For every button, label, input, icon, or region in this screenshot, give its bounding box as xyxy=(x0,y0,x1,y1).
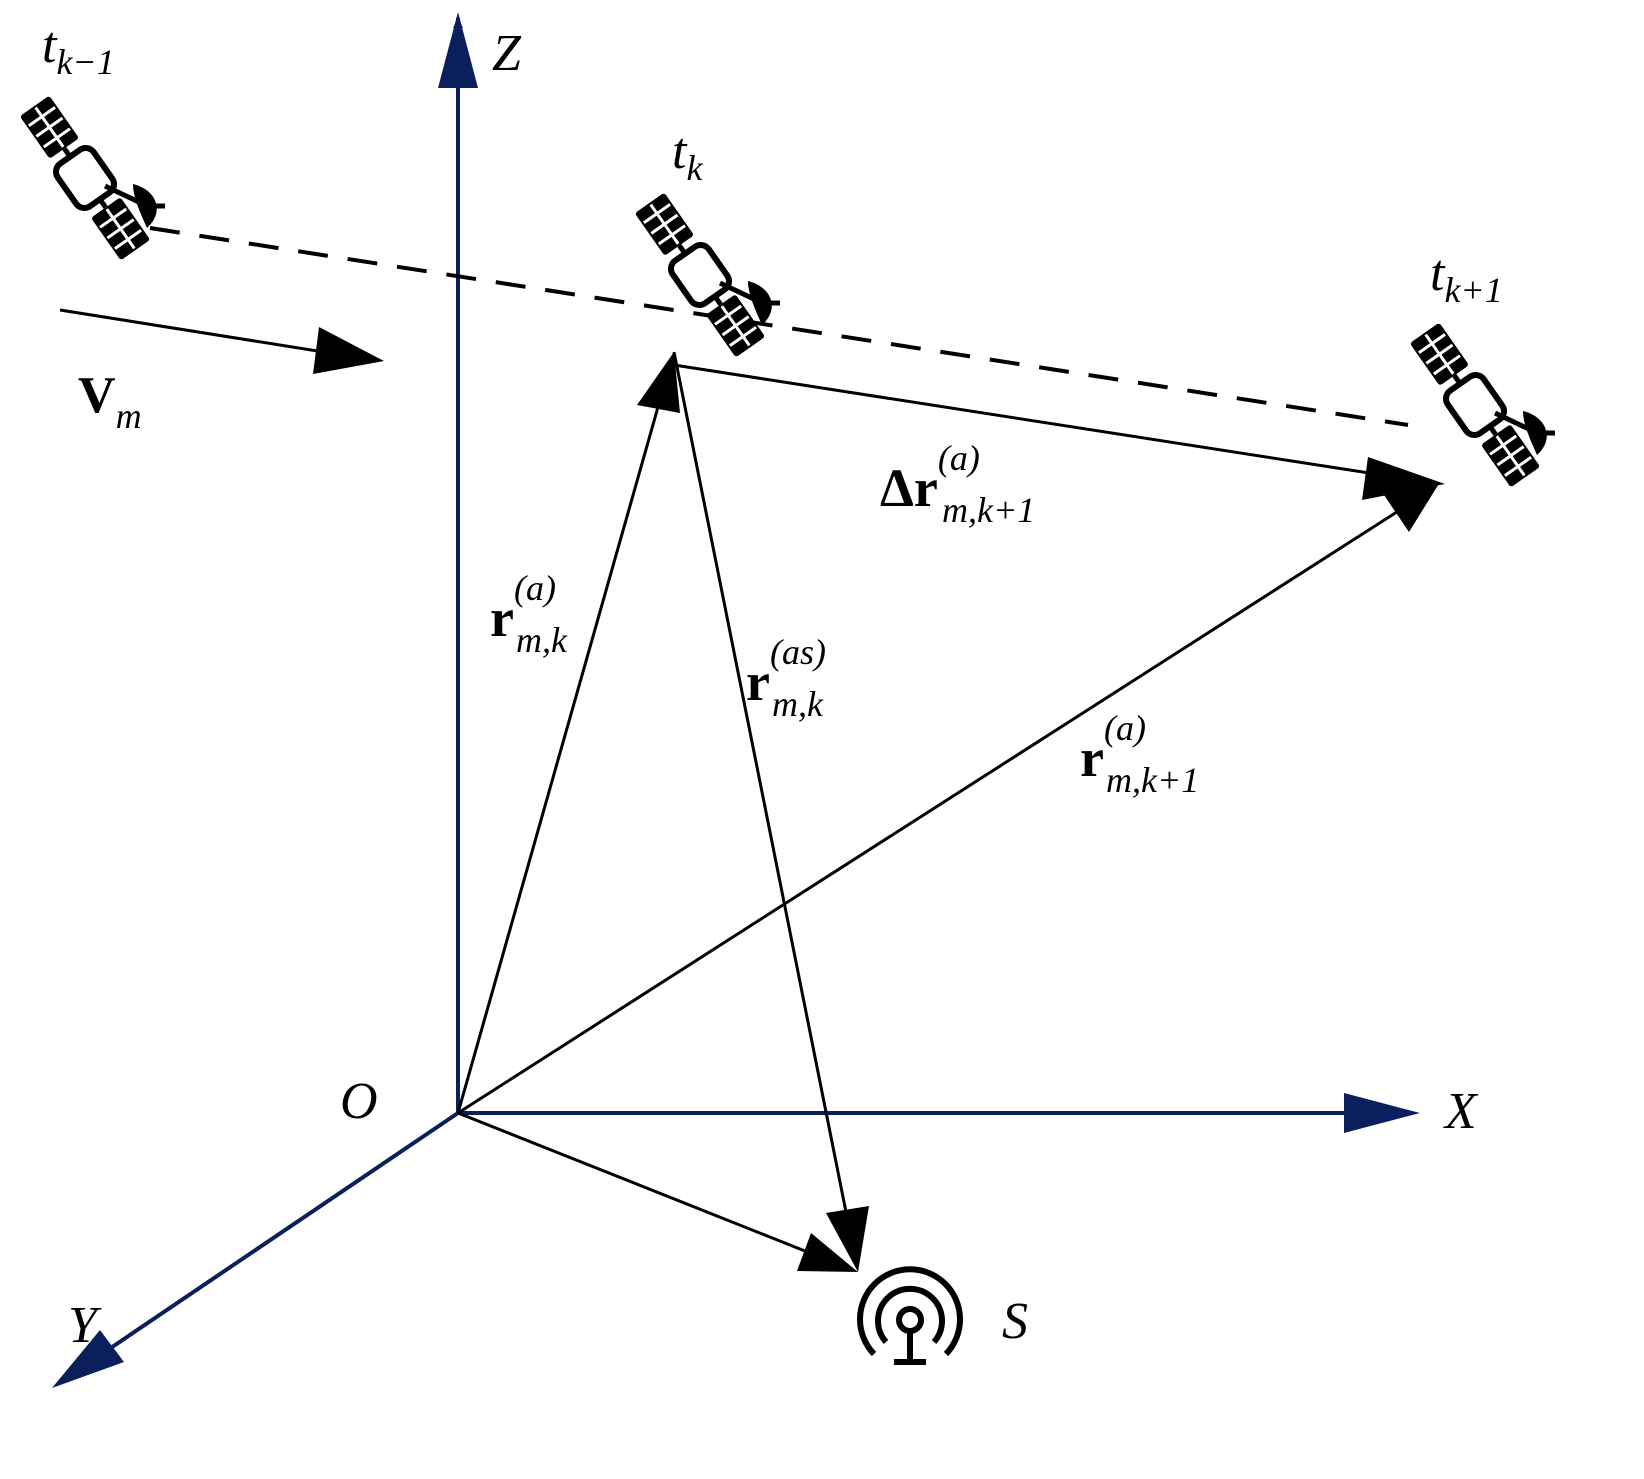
vector-r-mk1-sub: m,k+1 xyxy=(1106,760,1199,800)
vector-o-s-line xyxy=(457,1111,816,1257)
vector-r-as-arrowhead xyxy=(826,1206,869,1272)
station-label: S xyxy=(1002,1293,1028,1350)
y-axis-label: Y xyxy=(68,1297,102,1354)
time-label-curr: tk xyxy=(672,123,703,188)
x-axis-arrowhead xyxy=(1344,1093,1420,1133)
antenna-icon xyxy=(857,1266,963,1365)
z-axis-label: Z xyxy=(492,25,522,82)
satellite-icon xyxy=(632,190,780,359)
x-axis-label: X xyxy=(1443,1083,1479,1140)
vector-r-mk-arrowhead xyxy=(637,352,680,413)
y-axis xyxy=(88,1111,460,1364)
satellite-icon xyxy=(1407,320,1555,489)
vector-r-as-sub: m,k xyxy=(772,684,824,724)
vector-r-mk-label: r(a) xyxy=(490,568,556,648)
y-axis-arrowhead xyxy=(52,1330,124,1388)
orbit-path xyxy=(149,226,1409,427)
time-label-next: tk+1 xyxy=(1430,245,1503,310)
velocity-arrowhead xyxy=(313,327,384,374)
origin-label: O xyxy=(340,1073,378,1130)
satellite-icon xyxy=(17,93,165,262)
z-axis-arrowhead xyxy=(438,12,478,88)
vector-delta-r-arrowhead xyxy=(1362,457,1445,500)
vector-r-as-label: r(as) xyxy=(746,632,826,712)
vector-delta-r-line xyxy=(673,363,1396,479)
vector-r-mk1-label: r(a) xyxy=(1080,708,1146,788)
vector-r-mk-line xyxy=(456,399,662,1114)
time-label-prev: tk−1 xyxy=(42,17,115,82)
vector-r-mk1-arrowhead xyxy=(1384,482,1440,532)
vector-r-mk-sub: m,k xyxy=(516,620,568,660)
vector-o-s-arrowhead xyxy=(797,1233,858,1272)
vector-r-mk1-line xyxy=(457,508,1401,1115)
vector-delta-r-label: Δr(a) xyxy=(880,438,980,518)
vector-r-as-line xyxy=(672,351,850,1223)
velocity-label: Vm xyxy=(78,367,142,436)
velocity-arrow xyxy=(59,308,331,355)
vector-delta-r-sub: m,k+1 xyxy=(942,490,1035,530)
